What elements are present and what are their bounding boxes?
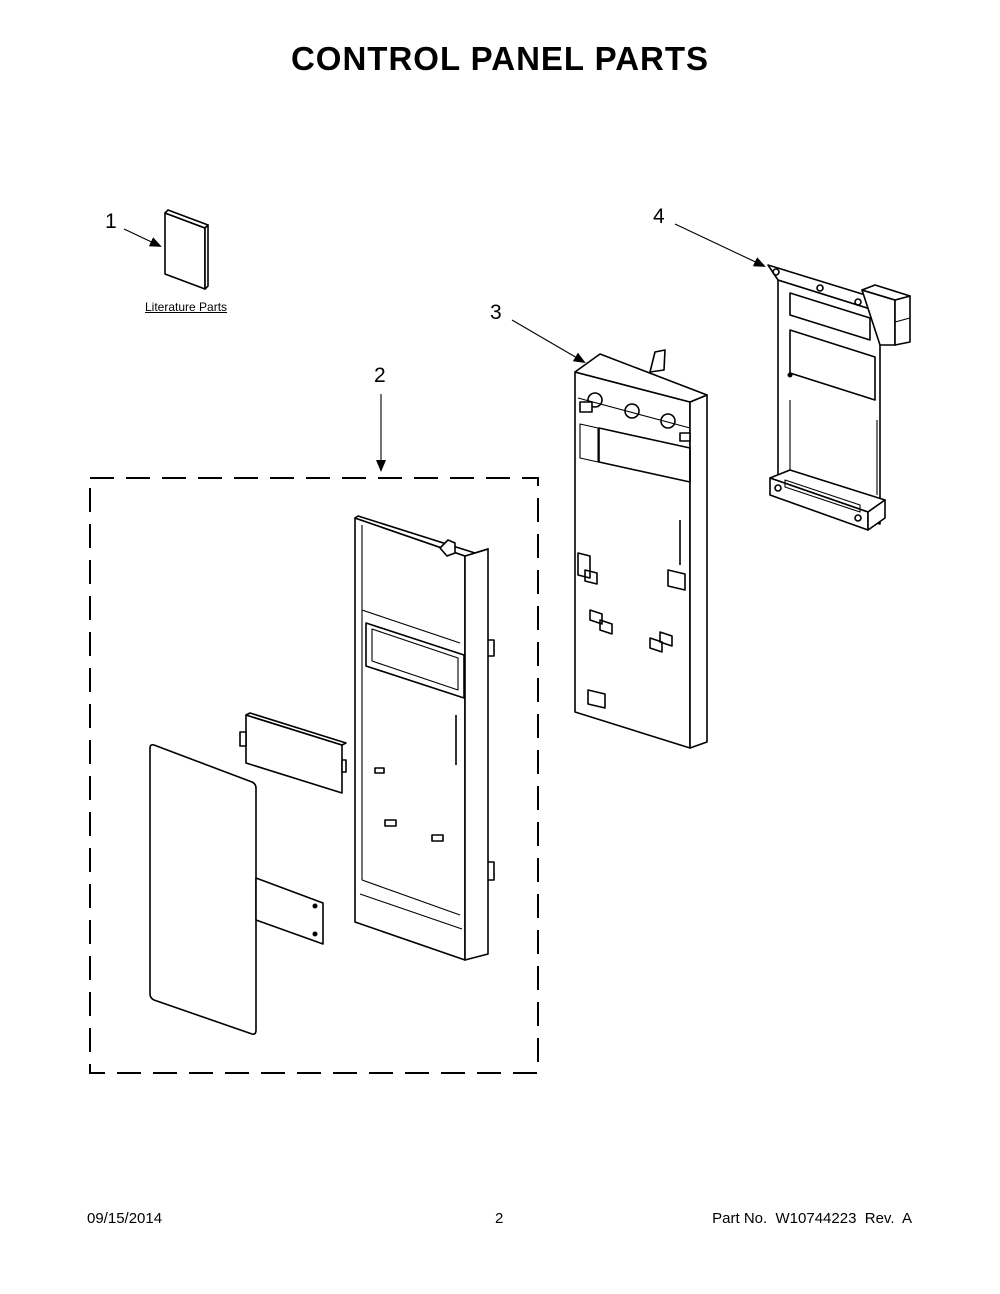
callout-3: 3 (490, 301, 502, 324)
control-panel-back-plate (574, 349, 708, 749)
keypad-tail-plate (255, 877, 324, 945)
page-title: CONTROL PANEL PARTS (290, 40, 710, 77)
footer-page-number: 2 (495, 1210, 504, 1227)
control-panel-frame (354, 515, 495, 961)
display-window-lens (239, 712, 347, 794)
literature-booklet (164, 209, 209, 290)
callout-3-leader (511, 319, 586, 364)
callout-1-leader (123, 228, 162, 247)
callout-4: 4 (653, 205, 665, 228)
footer-part-number: Part No. W10744223 Rev. A (712, 1210, 912, 1227)
assembly-boundary (89, 477, 539, 1074)
keypad-overlay (149, 744, 257, 1035)
literature-parts-label: Literature Parts (145, 300, 228, 314)
callout-4-leader (674, 223, 766, 267)
callout-2: 2 (374, 364, 386, 387)
control-board-bracket (767, 264, 911, 531)
footer-date: 09/15/2014 (87, 1210, 163, 1227)
callout-1: 1 (105, 210, 117, 233)
